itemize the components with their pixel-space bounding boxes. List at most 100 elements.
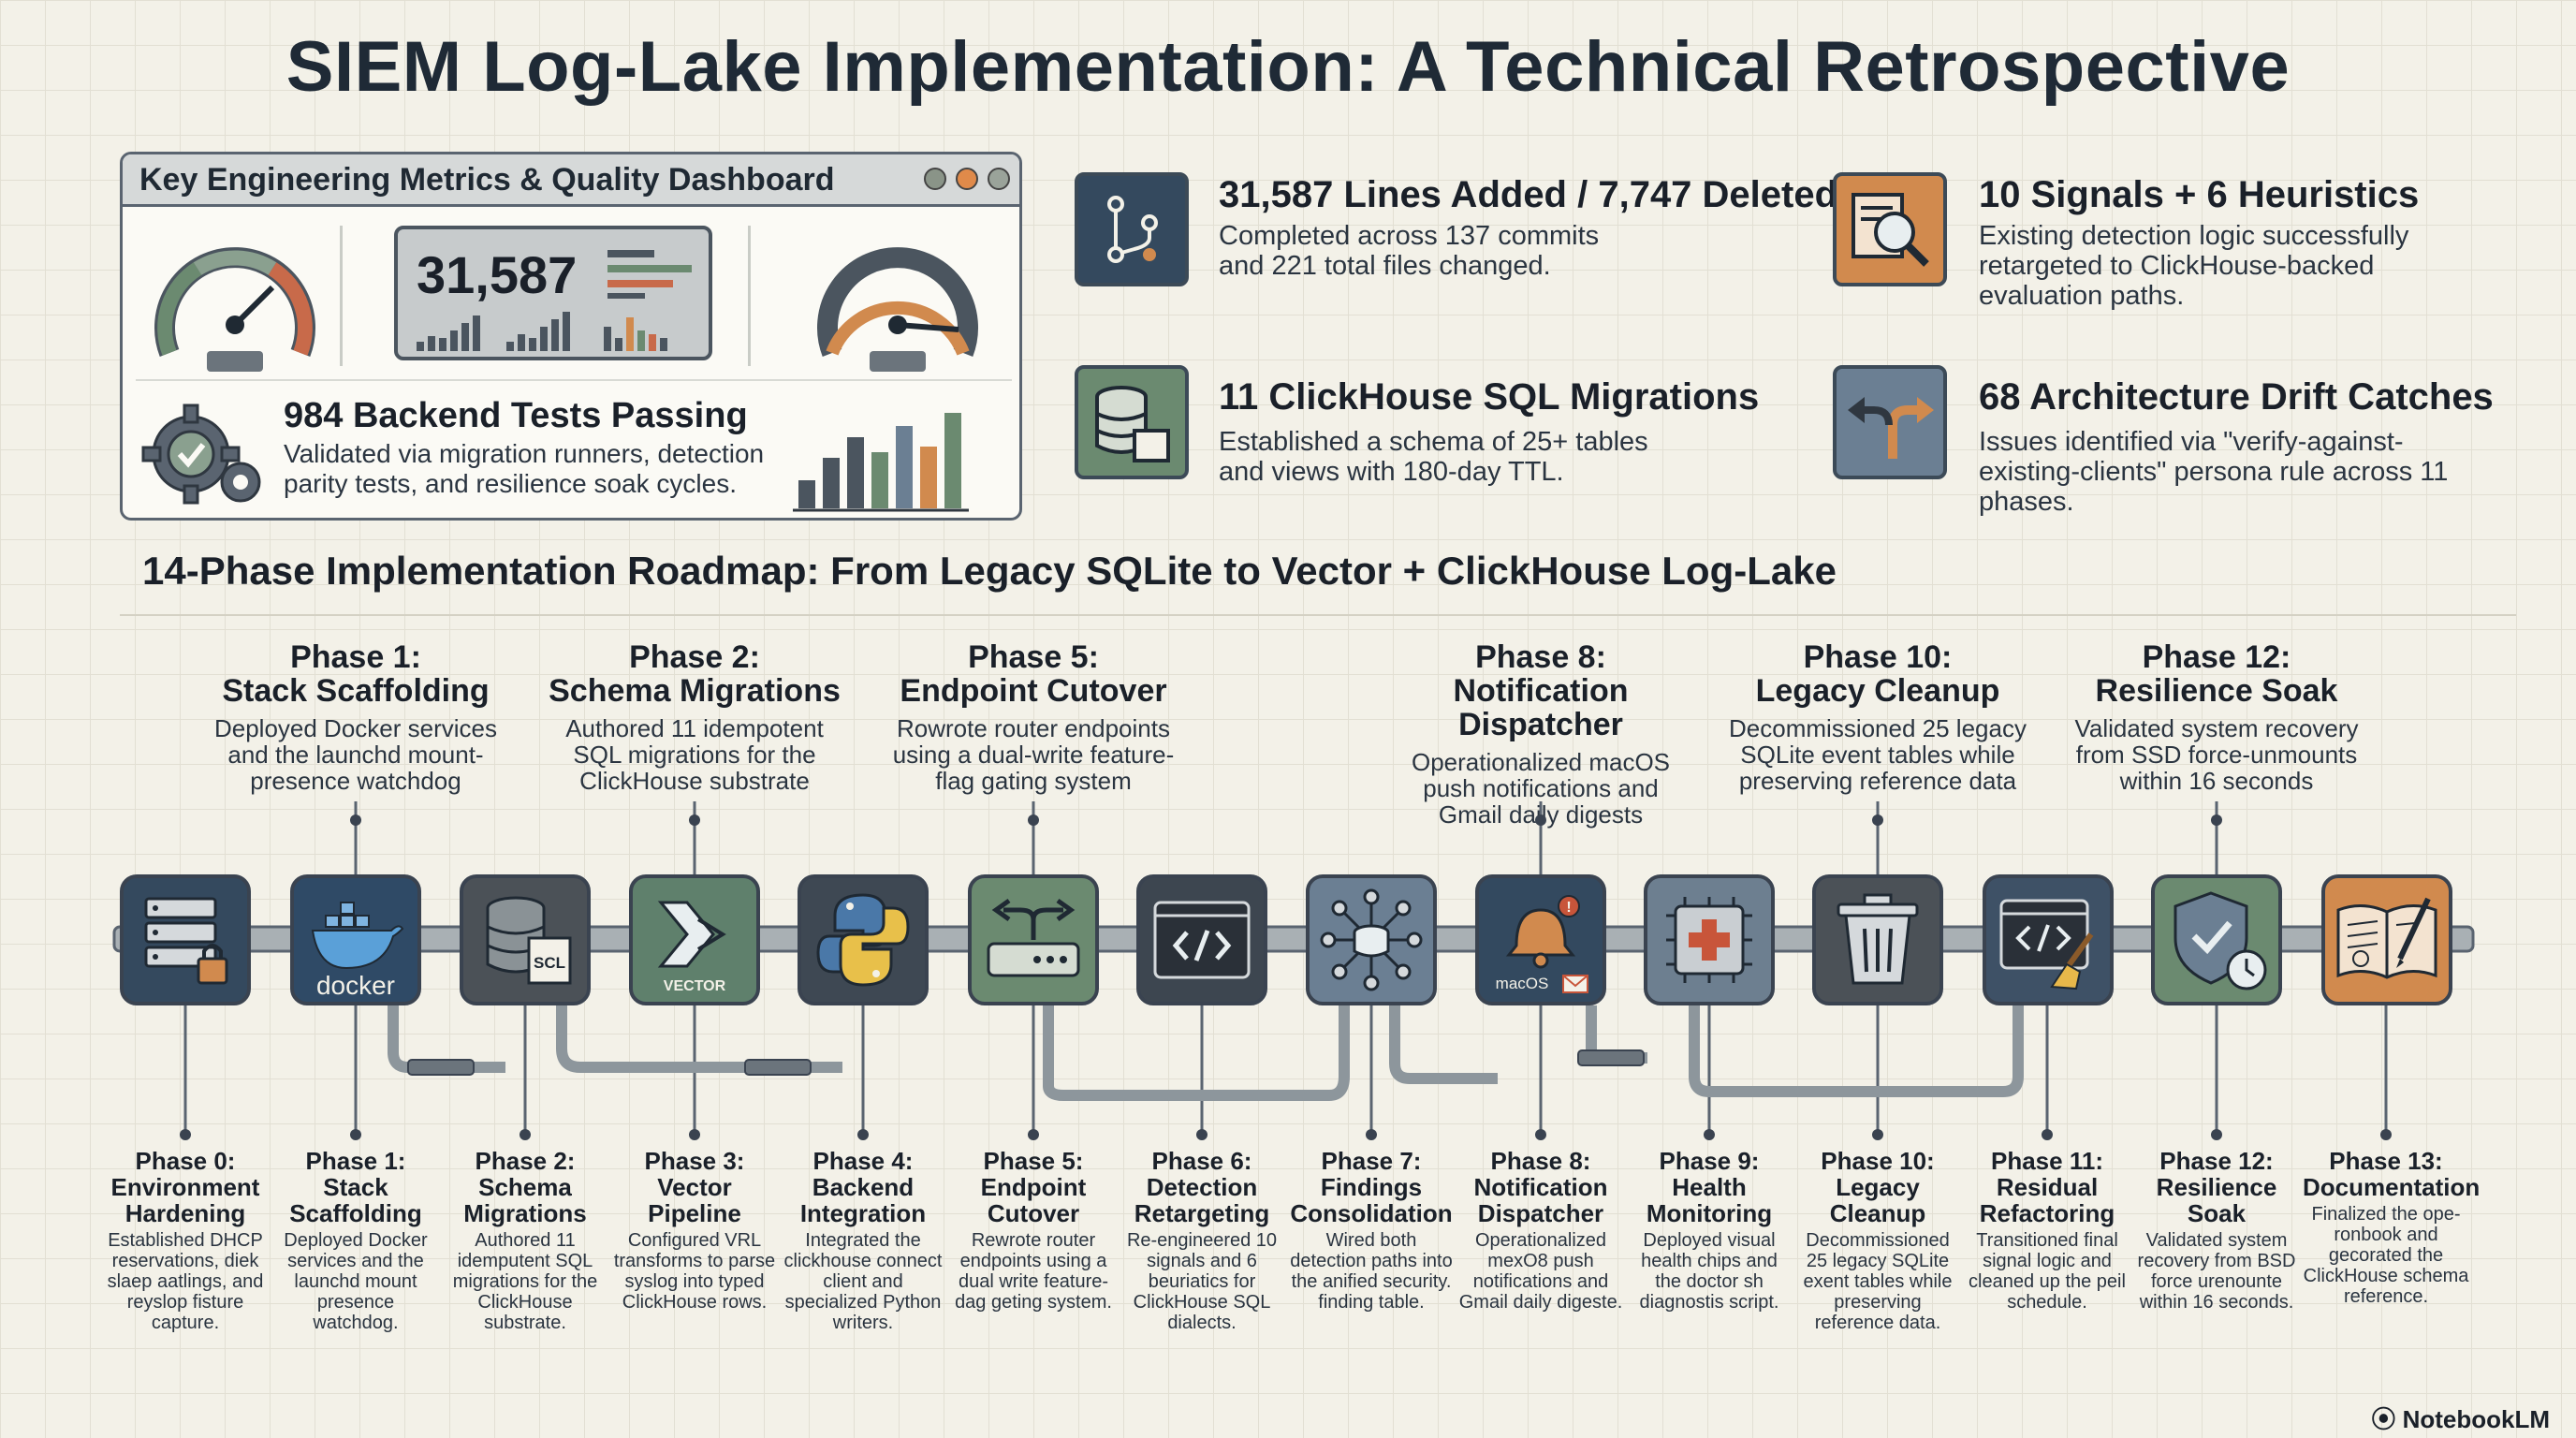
phase-5-head: Phase 5: Endpoint Cutover: [980, 1147, 1087, 1227]
window-dot-orange: [956, 168, 978, 190]
phase-12-head: Phase 12: Resilience Soak: [2156, 1147, 2277, 1227]
phase-10-desc: Decommissioned 25 legacy SQLite exent ta…: [1803, 1230, 1953, 1333]
phase-10-head: Phase 10: Legacy Cleanup: [1821, 1147, 1935, 1227]
divider-roadmap: [120, 614, 2516, 616]
bar-chart-icon: [793, 413, 969, 512]
phase-7-head: Phase 7: Findings Consolidation: [1290, 1147, 1453, 1227]
network-hub-icon: [1306, 874, 1437, 1005]
metrics-dashboard: Key Engineering Metrics & Quality Dashbo…: [120, 152, 1022, 521]
database-sql-icon: SCL: [460, 874, 591, 1005]
code-window-icon: [1136, 874, 1267, 1005]
page-title: SIEM Log-Lake Implementation: A Technica…: [285, 27, 2291, 107]
phase-7-desc: Wired both detection paths into the anif…: [1290, 1230, 1453, 1313]
phase-6-head: Phase 6: Detection Retargeting: [1134, 1147, 1270, 1227]
speedometer-gauge-icon: [154, 247, 315, 372]
vector-logo-icon: VECTOR: [629, 874, 760, 1005]
git-branch-icon: [1075, 172, 1189, 286]
phase-13-head: Phase 13: Documentation: [2303, 1147, 2481, 1201]
phase-13-desc: Finalized the ope-ronbook and gecorated …: [2303, 1204, 2469, 1307]
mini-bar-chart-icon: [417, 312, 667, 351]
stat-drift-title: 68 Architecture Drift Catches: [1979, 376, 2494, 418]
phase-8-desc: Operationalized mexO8 push notifications…: [1458, 1230, 1623, 1313]
phase-3-desc: Configured VRL transforms to parse syslo…: [613, 1230, 776, 1313]
svg-text:!: !: [1566, 900, 1571, 916]
brand-logo-icon: ⦿: [2371, 1405, 2403, 1433]
phase-8-head: Phase 8: Notification Dispatcher: [1473, 1147, 1608, 1227]
code-broom-icon: [1983, 874, 2114, 1005]
phase-2-head: Phase 2: Schema Migrations: [463, 1147, 587, 1227]
macos-text: macOS: [1496, 975, 1549, 992]
python-logo-icon: [798, 874, 929, 1005]
phase-6-desc: Re-engineered 10 signals and 6 beuriatic…: [1126, 1230, 1278, 1333]
speedometer-gauge-icon-2: [817, 247, 978, 372]
magnifier-icon: [1833, 172, 1947, 286]
phase-1-head: Phase 1: Stack Scaffolding: [289, 1147, 422, 1227]
docker-whale-icon: docker: [290, 874, 421, 1005]
phase-11-head: Phase 11: Residual Refactoring: [1979, 1147, 2115, 1227]
stat-lines-desc: Completed across 137 commits and 221 tot…: [1219, 221, 1600, 281]
sql-text: SCL: [534, 954, 565, 972]
divider-2: [748, 226, 751, 366]
stat-migrations-desc: Established a schema of 25+ tables and v…: [1219, 427, 1648, 487]
phase-9-head: Phase 9: Health Monitoring: [1646, 1147, 1773, 1227]
stat-signals-desc: Existing detection logic successfully re…: [1979, 221, 2409, 311]
list-bars-icon: [607, 250, 692, 299]
phase-4-head: Phase 4: Backend Integration: [799, 1147, 927, 1227]
vector-text: VECTOR: [664, 978, 726, 994]
notification-bell-icon: ! macOS: [1475, 874, 1606, 1005]
upper-phase-2: Phase 2:Schema Migrations Authored 11 id…: [549, 639, 841, 795]
divider-horizontal: [136, 379, 1012, 381]
router-split-icon: [968, 874, 1099, 1005]
phase-1-desc: Deployed Docker services and the launchd…: [284, 1230, 428, 1333]
divider: [340, 226, 343, 366]
book-pen-icon: [2321, 874, 2452, 1005]
window-dot-gray: [924, 168, 946, 190]
dashboard-title: Key Engineering Metrics & Quality Dashbo…: [139, 162, 835, 198]
big-metric-number: 31,587: [417, 245, 578, 304]
shield-clock-icon: [2151, 874, 2282, 1005]
phase-0-head: Phase 0: Environment Hardening: [110, 1147, 260, 1227]
tests-passing-desc: Validated via migration runners, detecti…: [284, 439, 765, 498]
roadmap-title: 14-Phase Implementation Roadmap: From Le…: [142, 549, 1837, 593]
docker-text: docker: [316, 971, 395, 1000]
phase-0-desc: Established DHCP reservations, diek slae…: [107, 1230, 264, 1333]
fork-arrow-icon: [1833, 365, 1947, 479]
window-dot-gray-2: [988, 168, 1010, 190]
gear-check-icon: [141, 404, 261, 505]
stat-signals-title: 10 Signals + 6 Heuristics: [1979, 174, 2420, 215]
dashboard-title-bar: Key Engineering Metrics & Quality Dashbo…: [123, 154, 1019, 207]
phase-11-desc: Transitioned final signal logic and clea…: [1969, 1230, 2126, 1313]
phase-5-desc: Rewrote router endpoints using a dual wr…: [955, 1230, 1112, 1313]
stat-lines-title: 31,587 Lines Added / 7,747 Deleted: [1219, 174, 1838, 215]
phase-3-head: Phase 3: Vector Pipeline: [644, 1147, 745, 1227]
upper-phase-5: Phase 5:Endpoint Cutover Rowrote router …: [892, 639, 1175, 795]
stat-migrations-title: 11 ClickHouse SQL Migrations: [1219, 376, 1760, 418]
upper-phase-10: Phase 10:Legacy Cleanup Decommissioned 2…: [1729, 639, 2027, 795]
phase-9-desc: Deployed visual health chips and the doc…: [1639, 1230, 1779, 1313]
upper-phase-8: Phase 8:Notification Dispatcher Operatio…: [1411, 639, 1671, 829]
trash-can-icon: [1812, 874, 1943, 1005]
notebooklm-brand: ⦿ NotebookLM: [2371, 1405, 2550, 1433]
upper-phase-1: Phase 1:Stack Scaffolding Deployed Docke…: [213, 639, 497, 795]
health-chip-icon: [1644, 874, 1775, 1005]
upper-phase-12: Phase 12:Resilience Soak Validated syste…: [2074, 639, 2359, 795]
phase-2-desc: Authored 11 idempu­tent SQL migrations f…: [452, 1230, 598, 1333]
phase-4-desc: Integrated the clickhouse connect client…: [783, 1230, 943, 1333]
tests-passing-title: 984 Backend Tests Passing: [284, 396, 748, 435]
phase-12-desc: Validated system recovery from BSD force…: [2137, 1230, 2296, 1313]
lines-added-display: 31,587: [394, 226, 712, 360]
